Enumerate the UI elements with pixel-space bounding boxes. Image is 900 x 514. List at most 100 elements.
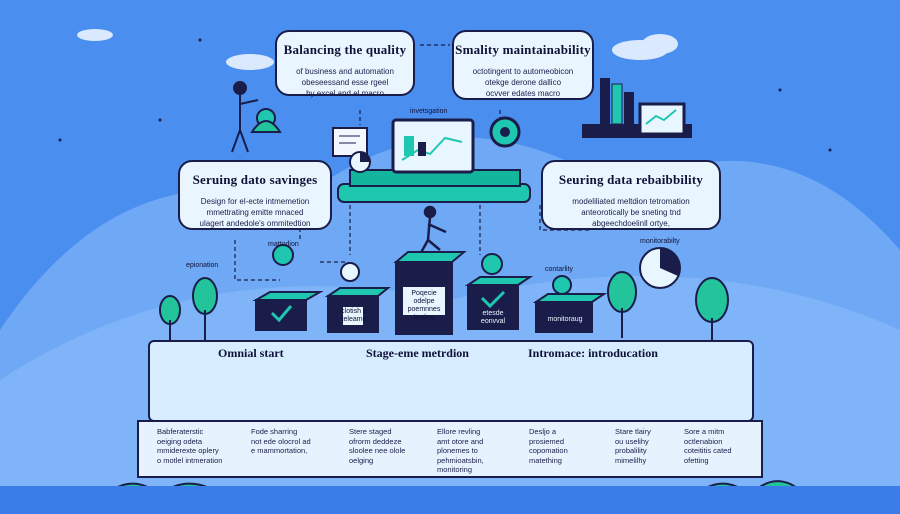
- connector: [234, 240, 280, 281]
- sparkle-dot: [828, 148, 832, 152]
- bubble-title: Smality maintainability: [455, 42, 591, 57]
- strip-line: Fode sharring: [251, 427, 298, 436]
- sparkle-dot: [58, 138, 62, 142]
- strip-line: Babferaterstic: [157, 427, 204, 436]
- strip-line: Ellore revling: [437, 427, 481, 436]
- label-epionation: epionation: [186, 262, 219, 269]
- strip-column-2: Fode sharring not ede olocrol ad e mammo…: [251, 427, 311, 456]
- gear-icon: [340, 262, 360, 282]
- bubble-line: ulagert andedole's ommitedtion: [199, 219, 311, 228]
- bubble-body: Design for el-ecte intmemetion mmettrati…: [180, 196, 330, 229]
- strip-column-6: Stare tlairy ou uselihy probalility mime…: [615, 427, 651, 465]
- cloud: [77, 29, 113, 41]
- sparkle-dot: [158, 118, 162, 122]
- bubble-body: modeliliated meltdion tetromation anteor…: [543, 196, 719, 229]
- strip-line: copomation: [529, 446, 568, 455]
- strip-line: oelging: [349, 455, 374, 465]
- plant-icon: [250, 108, 282, 133]
- bubble-title: Seuring data rebaibbility: [558, 172, 704, 187]
- tree-icon: [192, 277, 218, 340]
- strip-line: probalility: [615, 446, 647, 455]
- box-icon: [393, 251, 467, 335]
- tree-icon: [159, 295, 181, 340]
- strip-line: plonemes to: [437, 446, 478, 455]
- strip-line: Desljo a: [529, 427, 557, 436]
- label-contarlity: contarlity: [545, 266, 574, 273]
- monitor-icon: [391, 118, 475, 174]
- strip-column-3: Stere staged ofrorm deddeze sloolee nee …: [349, 427, 405, 465]
- box-icon: [252, 291, 324, 331]
- bubble-line: ocvver edates macro: [485, 89, 561, 98]
- strip-line: o motlel intmeration: [157, 455, 223, 465]
- gear-icon: [272, 244, 294, 266]
- bubble-line: of business and automation: [296, 67, 394, 76]
- strip-line: Stare tlairy: [615, 427, 651, 436]
- sparkle-dot: [778, 88, 782, 92]
- strip-line: mmiderexte oplery: [157, 446, 219, 455]
- monitor-icon: [638, 102, 686, 136]
- box-icon: [464, 276, 534, 330]
- bubble-title: Balancing the quality: [283, 42, 407, 57]
- bubble-balancing-quality: Balancing the quality of business and au…: [275, 30, 415, 99]
- tree-icon: [695, 277, 729, 340]
- strip-line: pehmioatsbin,: [437, 455, 484, 465]
- strip-line: mimelilhy: [615, 455, 647, 465]
- strip-column-4: Ellore revling amt otore and plonemes to…: [437, 427, 484, 475]
- strip-column-7: Sore a mitm octlenabion coteititis cated…: [684, 427, 732, 465]
- strip-line: ofetting: [684, 455, 709, 465]
- strip-line: amt otore and: [437, 436, 484, 446]
- strip-column-1: Babferaterstic oeiging odeta mmiderexte …: [157, 427, 222, 465]
- ground: [0, 486, 900, 514]
- bubble-seruing-dato: Seruing dato savinges Design for el-ecte…: [178, 160, 332, 230]
- connector: [539, 205, 590, 231]
- bubble-line: abgeechdoelinll ortye,: [592, 219, 670, 228]
- strip-line: prosiemed: [529, 436, 565, 446]
- label-mattodion: mattodion: [268, 241, 299, 248]
- bubble-body: octotingent to automeobicon otekge deron…: [454, 66, 592, 99]
- strip-line: octlenabion: [684, 436, 723, 446]
- bubble-line: Design for el-ecte intmemetion: [200, 197, 310, 206]
- bubble-body: of business and automation obeseessand e…: [277, 66, 413, 99]
- crate-label: Poqecie odelpe poemnnes tenting: [407, 290, 441, 321]
- chart-icon: [639, 247, 681, 289]
- strip-line: not ede olocrol ad: [251, 436, 311, 446]
- strip-line: ofrorm deddeze: [349, 436, 402, 446]
- panel-title-stage-eme: Stage-eme metrdion: [366, 346, 469, 360]
- strip-line: ou uselihy: [615, 436, 649, 446]
- bubble-seuring-data: Seuring data rebaibbility modeliliated m…: [541, 160, 721, 230]
- label-invetsgation: invetsgation: [410, 108, 448, 115]
- chart-icon: [349, 151, 371, 173]
- strip-column-5: Desljo a prosiemed copomation matething: [529, 427, 568, 465]
- bubble-smality-maintainability: Smality maintainability octotingent to a…: [452, 30, 594, 100]
- strip-line: Stere staged: [349, 427, 392, 436]
- panel-title-intromace: Intromace: introducation: [528, 346, 658, 360]
- person-icon: [231, 81, 259, 153]
- strip-line: e mammortation,: [251, 446, 308, 455]
- cloud-group: [77, 29, 678, 70]
- box-icon: [532, 293, 608, 333]
- crate-label: etesde eonvval: [480, 310, 506, 325]
- label-monitorabilty: monitorabilty: [640, 238, 680, 245]
- bubble-line: anteorotically be sneting tnd: [581, 208, 681, 217]
- bubble-line: otekge derone dallico: [484, 78, 562, 87]
- bubble-line: mmettrating emitte mnaced: [206, 208, 304, 217]
- sparkle-dot: [198, 38, 202, 42]
- sparkle-group: [58, 38, 832, 152]
- cloud: [642, 34, 678, 54]
- bubble-line: modeliliated meltdion tetromation: [572, 197, 690, 206]
- panel-title-omnial-start: Omnial start: [218, 346, 284, 360]
- strip-line: oeiging odeta: [157, 436, 203, 446]
- strip-line: Sore a mitm: [684, 427, 725, 436]
- gear-icon: [481, 253, 503, 275]
- tree-icon: [607, 271, 637, 338]
- bubble-line: obeseessand esse rgeel: [301, 78, 389, 87]
- connector-lines: [234, 44, 590, 281]
- cloud: [226, 54, 274, 70]
- bubble-title: Seruing dato savinges: [192, 172, 318, 187]
- bubble-line: octotingent to automeobicon: [472, 67, 574, 76]
- crate-label: monitoraug: [547, 316, 583, 323]
- gear-icon: [489, 116, 521, 148]
- crate-label: clotish e teleame: [341, 308, 367, 323]
- description-strip: Babferaterstic oeiging odeta mmiderexte …: [137, 420, 763, 478]
